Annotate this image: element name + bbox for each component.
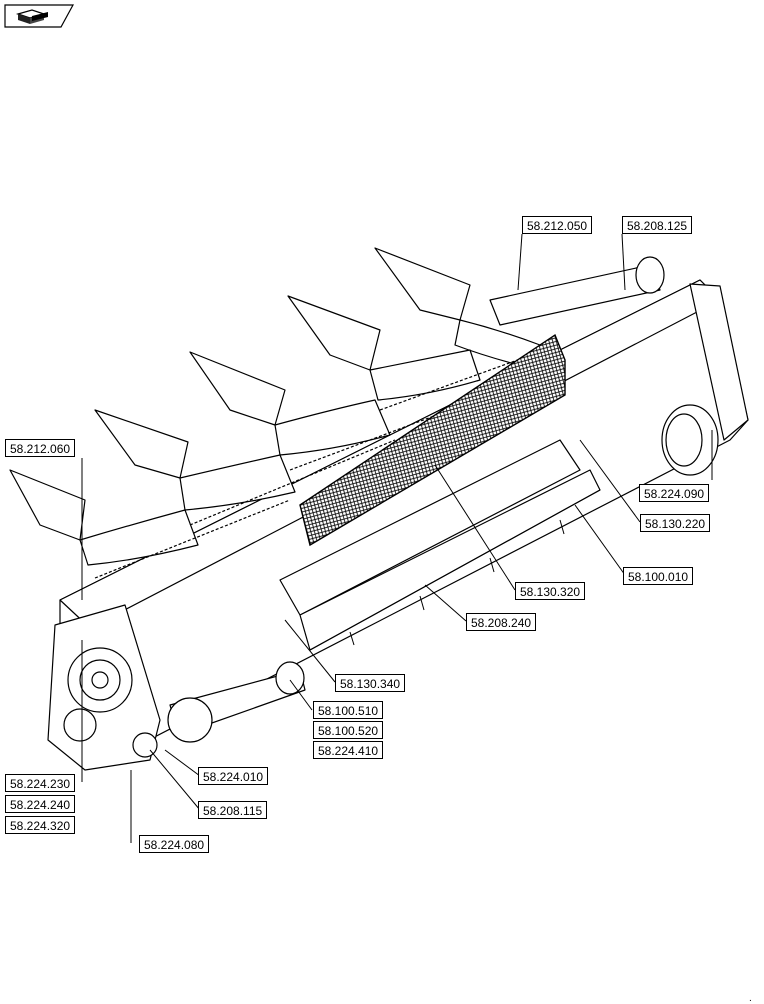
row-divider-3 [189,351,391,456]
callout-58-224-240[interactable]: 58.224.240 [5,795,76,813]
callout-58-212-050[interactable]: 58.212.050 [522,216,593,234]
upper-auger-tube [489,264,661,326]
callout-58-208-240[interactable]: 58.208.240 [466,613,537,631]
callout-58-208-115[interactable]: 58.208.115 [198,801,268,819]
gathering-chain [94,499,291,579]
callout-58-224-230[interactable]: 58.224.230 [5,774,76,792]
callout-58-130-320[interactable]: 58.130.320 [515,582,586,600]
row-divider-1 [374,247,541,371]
callout-58-224-080[interactable]: 58.224.080 [139,835,210,853]
book-return-icon[interactable] [4,4,74,28]
callout-58-100-010[interactable]: 58.100.010 [623,567,694,585]
mesh-guard [299,333,566,547]
leader-lines [81,233,713,843]
row-divider-5 [9,469,199,566]
callout-58-224-090[interactable]: 58.224.090 [639,484,710,502]
row-divider-4 [94,409,296,511]
callout-58-224-010[interactable]: 58.224.010 [198,767,269,785]
idler-sprocket [63,708,97,742]
right-end-panel [689,283,749,441]
callout-58-208-125[interactable]: 58.208.125 [622,216,693,234]
callout-58-224-410[interactable]: 58.224.410 [313,741,384,759]
callout-58-130-220[interactable]: 58.130.220 [640,514,711,532]
callout-58-100-520[interactable]: 58.100.520 [313,721,384,739]
callout-58-100-510[interactable]: 58.100.510 [313,701,384,719]
callout-58-224-320[interactable]: 58.224.320 [5,816,76,834]
auger-trough [279,439,581,616]
callout-58-212-060[interactable]: 58.212.060 [5,439,76,457]
callout-58-130-340[interactable]: 58.130.340 [335,674,406,692]
row-divider-2 [287,295,481,401]
driveline-joint [167,697,213,743]
page-mark: . [749,993,752,1004]
book-icon [15,9,48,24]
